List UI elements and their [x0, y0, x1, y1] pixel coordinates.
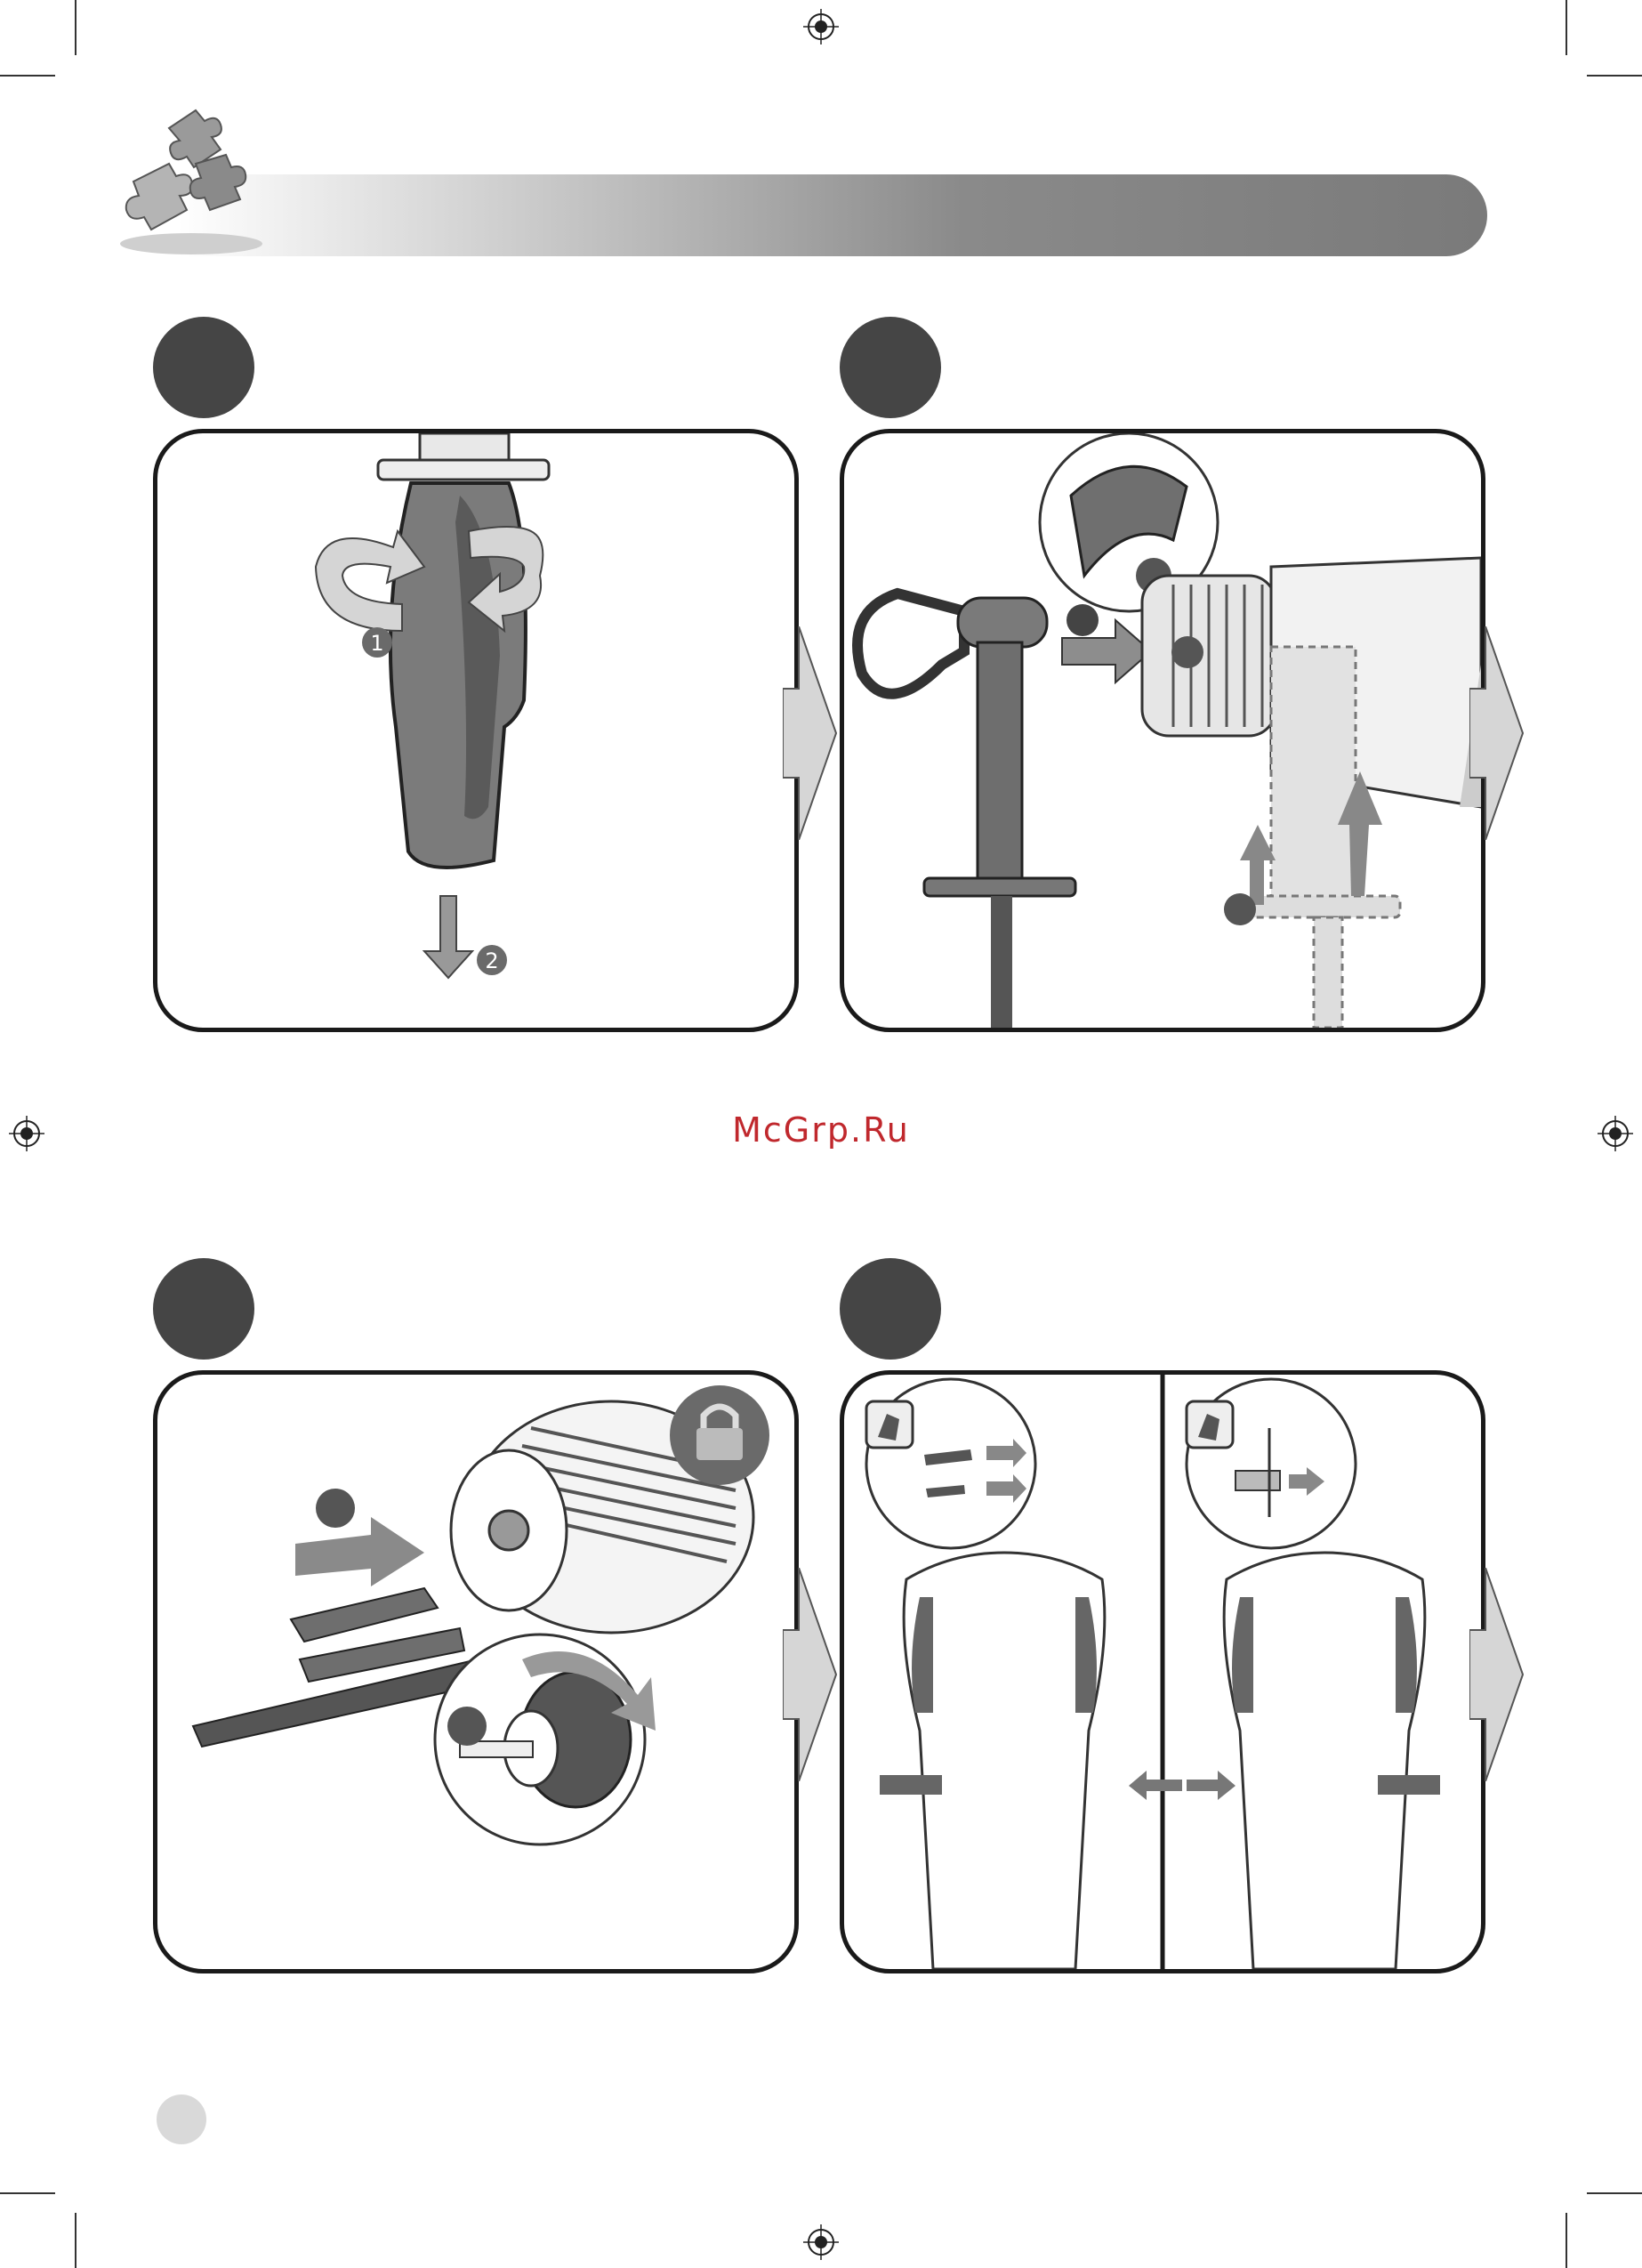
page-number-badge — [157, 2094, 206, 2144]
registration-mark-icon — [803, 9, 839, 44]
panel-c-bit-insertion — [153, 1370, 799, 1973]
step-circle-b — [840, 317, 941, 418]
section-header-bar — [178, 174, 1487, 256]
puzzle-pieces-icon — [107, 93, 276, 262]
step-circle-d — [840, 1258, 941, 1360]
mounting-illustration — [844, 433, 1481, 1028]
crop-mark — [0, 75, 55, 77]
drill-body-left — [880, 1553, 1182, 1969]
crop-mark — [75, 2213, 76, 2268]
crop-mark — [75, 0, 76, 55]
registration-mark-icon — [803, 2224, 839, 2260]
bit-insertion-illustration — [157, 1375, 794, 1969]
next-step-arrow-icon — [783, 626, 838, 840]
callout-2-label: 2 — [485, 948, 498, 973]
next-step-arrow-icon — [1469, 1568, 1525, 1781]
handle-illustration: 1 2 — [157, 433, 794, 1028]
next-step-arrow-icon — [1469, 626, 1525, 840]
callout-1-label: 1 — [370, 631, 383, 656]
crop-mark — [1566, 2213, 1567, 2268]
crop-mark — [0, 2192, 55, 2194]
crop-mark — [1587, 75, 1642, 77]
panel-a-handle-removal: 1 2 — [153, 429, 799, 1032]
mode-switch-illustration — [844, 1375, 1481, 1969]
crop-mark — [1566, 0, 1567, 55]
drill-body-right — [1187, 1553, 1440, 1969]
panel-b-handle-mounting — [840, 429, 1485, 1032]
crop-mark — [1587, 2192, 1642, 2194]
panel-d-mode-switch — [840, 1370, 1485, 1973]
watermark-text: McGrp.Ru — [0, 1110, 1642, 1150]
step-circle-c — [153, 1258, 254, 1360]
next-step-arrow-icon — [783, 1568, 838, 1781]
step-circle-a — [153, 317, 254, 418]
